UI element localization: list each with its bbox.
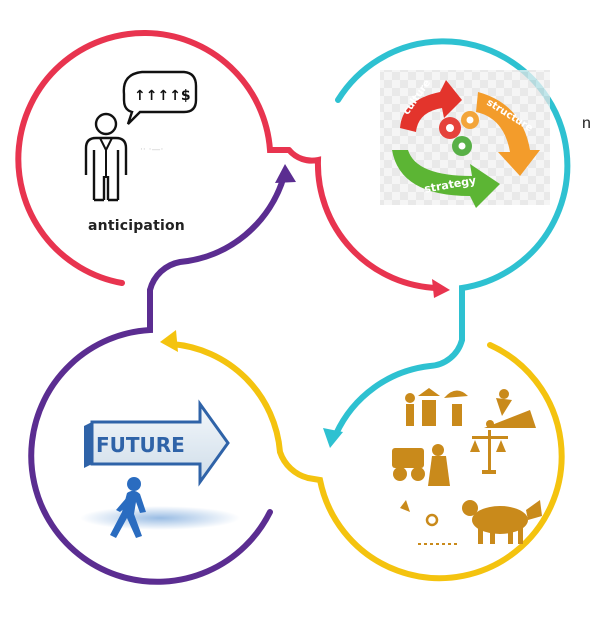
future-arrow-walking-person-icon: FUTURE	[80, 399, 240, 538]
purple-arrowhead-icon	[275, 164, 296, 183]
future-sign-text: FUTURE	[96, 433, 185, 457]
anticipation-label: anticipation	[88, 218, 185, 234]
blue-arrowhead-icon	[323, 428, 343, 448]
activities-ring	[160, 330, 565, 582]
bubble-text: ↑↑↑↑$	[134, 88, 191, 104]
anticipation-ring	[15, 30, 450, 298]
businessman-speech-bubble-icon: ↑↑↑↑$ ·· ·—·	[84, 70, 198, 202]
red-arrowhead-icon	[432, 279, 450, 298]
cropped-edge-text: nt	[582, 115, 590, 132]
traditional-activities-pictograms-icon	[392, 388, 542, 545]
future-ring	[28, 164, 296, 585]
svg-text:·· ·—·: ·· ·—·	[140, 145, 163, 155]
yellow-arrowhead-icon	[160, 330, 178, 352]
cycle-arrows-gears-icon: culture structure strategy	[380, 70, 550, 208]
